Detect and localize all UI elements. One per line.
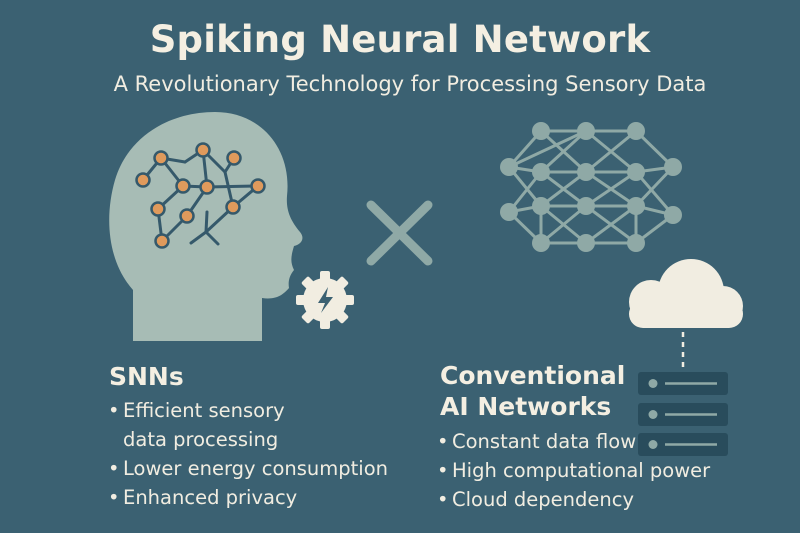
conventional-heading: Conventional AI Networks: [440, 360, 625, 422]
bullet: •: [437, 459, 449, 482]
bullet: •: [437, 488, 449, 511]
neural-network-icon: [500, 122, 682, 252]
list-item: • Efficient sensory data processing: [108, 396, 388, 454]
bullet: •: [108, 486, 120, 509]
page-title: Spiking Neural Network: [149, 18, 651, 61]
conventional-heading-line1: Conventional: [440, 361, 626, 390]
conventional-traits-list: • Constant data flow • High computationa…: [437, 427, 710, 514]
bullet: •: [108, 399, 120, 422]
server-stack-icon: [638, 372, 728, 456]
list-item-text: Cloud dependency: [452, 488, 635, 511]
list-item: • Cloud dependency: [437, 485, 710, 514]
list-item-text: Efficient sensory: [123, 399, 285, 422]
list-item: • Constant data flow: [437, 427, 710, 456]
list-item: • Lower energy consumption: [108, 454, 388, 483]
list-item-text-continued: data processing: [123, 428, 279, 451]
conventional-heading-line2: AI Networks: [440, 392, 612, 421]
snn-benefits-list: • Efficient sensory data processing • Lo…: [108, 396, 388, 512]
snn-heading: SNNs: [109, 362, 184, 391]
page-subtitle: A Revolutionary Technology for Processin…: [113, 72, 707, 96]
list-item-text: Lower energy consumption: [123, 457, 389, 480]
list-item: • High computational power: [437, 456, 710, 485]
list-item-text: Constant data flow: [452, 430, 637, 453]
head-brain-icon: [109, 112, 303, 341]
cloud-icon: [629, 259, 743, 328]
bullet: •: [108, 457, 120, 480]
bullet: •: [437, 430, 449, 453]
list-item-text: High computational power: [452, 459, 711, 482]
list-item: • Enhanced privacy: [108, 483, 388, 512]
list-item-text: Enhanced privacy: [123, 486, 298, 509]
gear-lightning-icon: [296, 271, 354, 329]
x-mark-icon: [366, 200, 433, 266]
